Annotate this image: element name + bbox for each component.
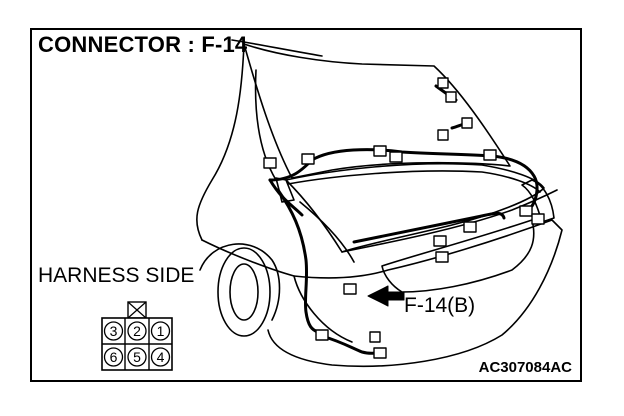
roof-edge (231, 39, 323, 57)
connector-bumper-1 (315, 329, 329, 341)
connector-roof-mid-3 (389, 151, 403, 163)
connector-roof-right (483, 149, 497, 161)
connector-tail-1 (519, 205, 533, 217)
connector-upper-2 (445, 91, 457, 103)
diagram-frame: CONNECTOR : F-14 (30, 28, 582, 382)
pin-label: 1 (157, 323, 165, 339)
pin-label: 6 (110, 349, 118, 365)
rear-window-outline (243, 43, 511, 179)
wheel-arch (199, 243, 281, 321)
connector-face-diagram: 3 2 1 6 5 4 (101, 301, 173, 371)
connector-upper-3 (437, 129, 449, 141)
connector-callout-label: F-14(B) (404, 294, 476, 317)
connector-lid-3 (435, 251, 449, 263)
rear-wheel (217, 247, 271, 337)
connector-roof-mid-2 (373, 145, 387, 157)
connector-tail-2 (531, 213, 545, 225)
vehicle-rear-illustration (196, 39, 563, 368)
harness-side-label: HARNESS SIDE (38, 264, 195, 287)
callout-arrow (367, 285, 405, 307)
connector-roof-left (263, 157, 277, 169)
connector-f14 (343, 283, 357, 295)
pin-label: 5 (133, 349, 141, 365)
harness-lid (352, 211, 506, 244)
pin-label: 3 (110, 323, 118, 339)
connector-bumper-3 (373, 347, 387, 359)
reference-code: AC307084AC (478, 359, 572, 376)
pin-label: 4 (157, 349, 165, 365)
diagram-title: CONNECTOR : F-14 (38, 32, 248, 57)
license-plate-recess (381, 219, 535, 293)
connector-lid-1 (433, 235, 447, 247)
connector-upper-1 (437, 77, 449, 89)
pin-label: 2 (133, 323, 141, 339)
connector-upper-4 (461, 117, 473, 129)
c-pillar (196, 43, 245, 241)
connector-lid-2 (463, 221, 477, 233)
rear-bumper (201, 219, 563, 368)
connector-roof-mid-1 (301, 153, 315, 165)
connector-bumper-2 (369, 331, 381, 343)
harness-down (276, 188, 320, 334)
